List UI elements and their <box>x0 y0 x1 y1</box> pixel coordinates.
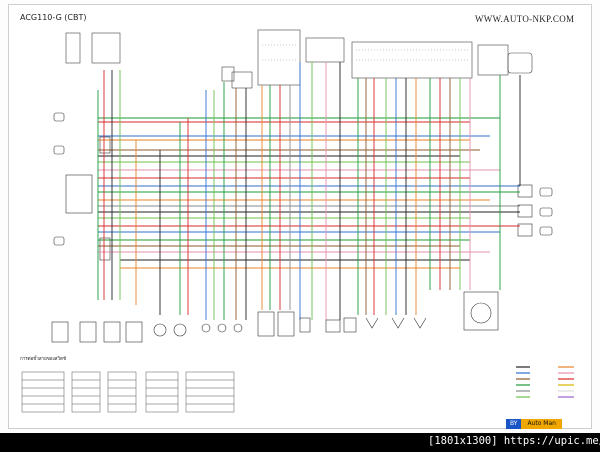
switch-tables <box>21 371 235 413</box>
wiring-diagram <box>21 29 574 413</box>
bottom-components <box>51 311 427 343</box>
connector-blocks-top <box>65 29 533 89</box>
model-title: ACG110-G (CBT) <box>20 13 87 22</box>
right-components <box>463 184 553 331</box>
switch-tables-title: การต่อขั้วสายของสวิตช์ <box>20 357 67 362</box>
badge-name: Auto Man <box>521 419 562 429</box>
resolution-link[interactable]: [1801x1300] https://upic.me/ <box>428 435 600 447</box>
harness-horizontal <box>98 117 520 269</box>
wiring-diagram-sheet: ACG110-G (CBT) WWW.AUTO-NKP.COM <box>0 0 600 433</box>
badge-by: BY <box>506 419 522 429</box>
website-label: WWW.AUTO-NKP.COM <box>475 14 575 24</box>
color-legend <box>516 366 574 398</box>
author-badge: BY Auto Man <box>506 419 562 429</box>
harness-vertical <box>97 62 521 320</box>
left-components <box>53 112 111 261</box>
connector-pins-top <box>262 44 468 61</box>
